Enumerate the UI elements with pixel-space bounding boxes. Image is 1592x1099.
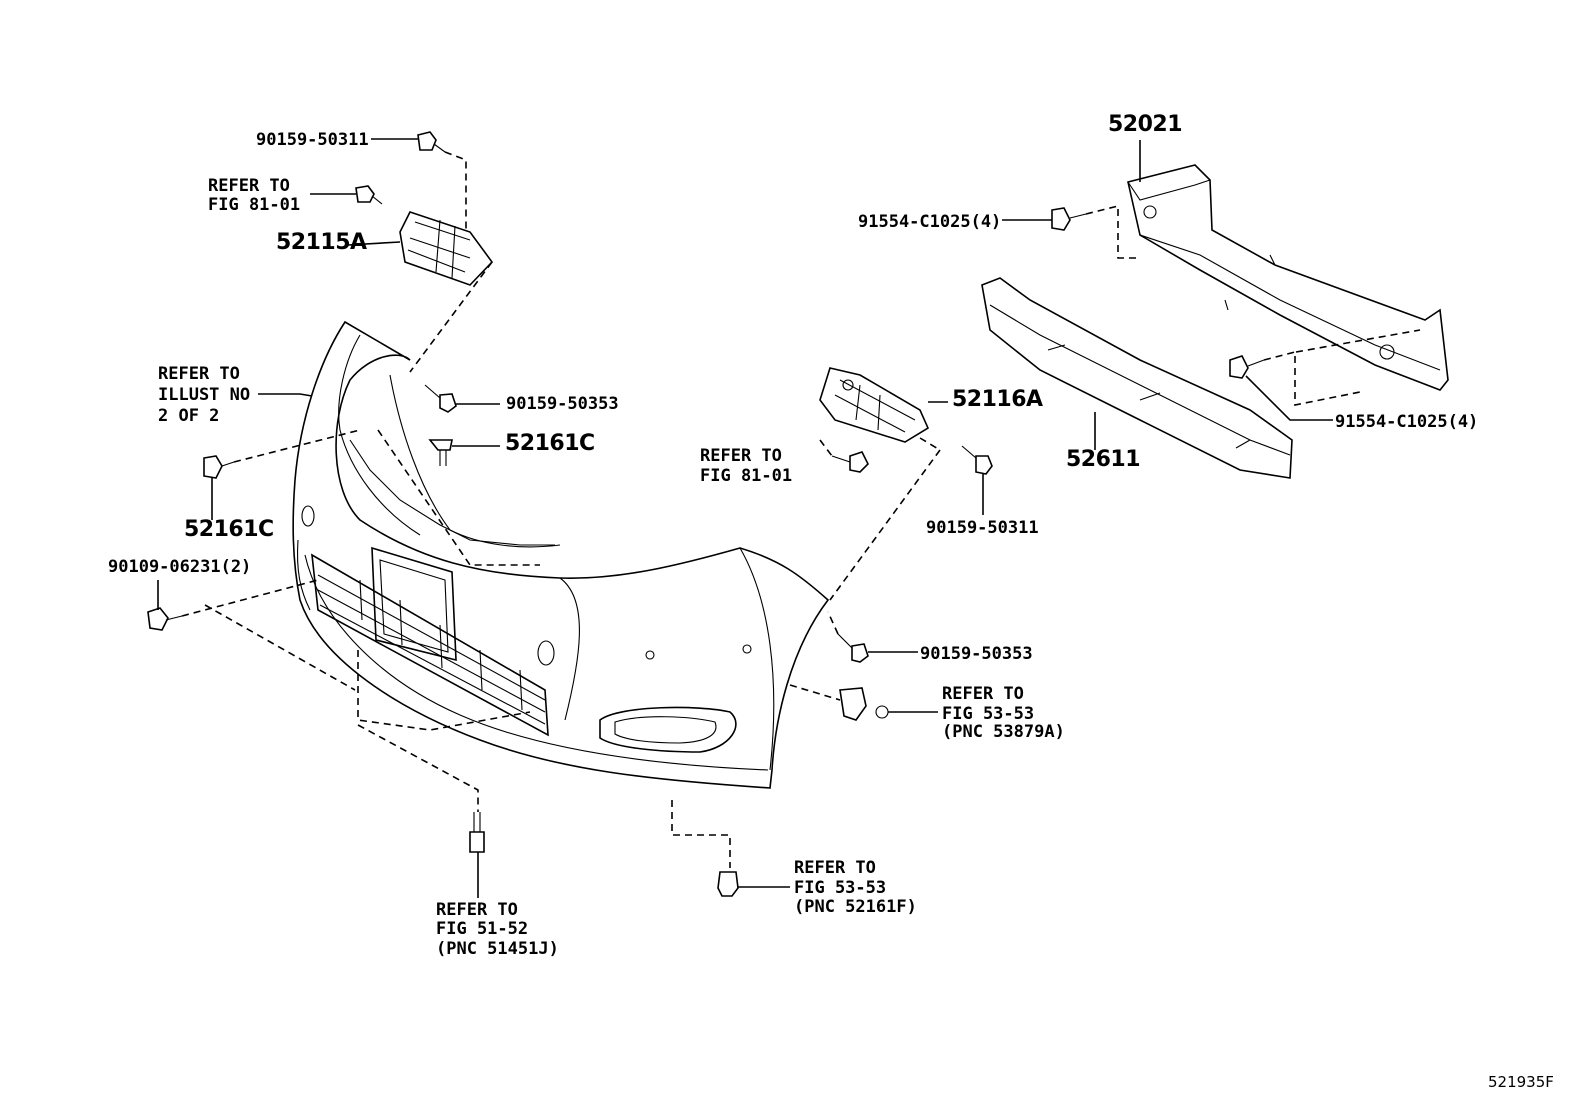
refer-line-3: (PNC 52161F) bbox=[794, 897, 917, 917]
label-52115A[interactable]: 52115A bbox=[276, 230, 367, 255]
refer-line-3: (PNC 53879A) bbox=[942, 722, 1065, 742]
refer-line-1: REFER TO bbox=[794, 858, 876, 878]
label-90159-50353-bot[interactable]: 90159-50353 bbox=[920, 644, 1033, 664]
refer-line-2: FIG 51-52 bbox=[436, 919, 529, 939]
bumper-cover bbox=[292, 320, 830, 789]
assembly-lines bbox=[181, 151, 1421, 868]
figure-code: 521935F bbox=[1488, 1073, 1554, 1091]
refer-line-2: FIG 81-01 bbox=[208, 195, 301, 215]
label-52116A[interactable]: 52116A bbox=[952, 387, 1043, 412]
refer-line-2: FIG 81-01 bbox=[700, 466, 793, 486]
label-52611[interactable]: 52611 bbox=[1066, 447, 1141, 472]
refer-line-1: REFER TO bbox=[700, 446, 782, 466]
retainer-52115A bbox=[399, 211, 494, 286]
reinforcement-52021 bbox=[1127, 164, 1449, 391]
absorber-52611 bbox=[981, 277, 1293, 479]
leader-lines bbox=[157, 138, 1333, 898]
refer-line-3: 2 OF 2 bbox=[158, 406, 220, 426]
refer-line-1: REFER TO bbox=[208, 176, 290, 196]
label-90159-50353-top[interactable]: 90159-50353 bbox=[506, 394, 619, 414]
refer-line-2: FIG 53-53 bbox=[942, 704, 1035, 724]
refer-line-1: REFER TO bbox=[942, 684, 1024, 704]
refer-line-1: REFER TO bbox=[436, 900, 518, 920]
label-52161C-mid[interactable]: 52161C bbox=[505, 431, 595, 456]
refer-line-2: FIG 53-53 bbox=[794, 878, 887, 898]
label-91554-C1025-bot[interactable]: 91554-C1025(4) bbox=[1335, 412, 1479, 432]
refer-line-3: (PNC 51451J) bbox=[436, 939, 559, 959]
label-90109-06231[interactable]: 90109-06231(2) bbox=[108, 557, 252, 577]
label-90159-50311-top[interactable]: 90159-50311 bbox=[256, 130, 369, 150]
retainer-52116A bbox=[819, 367, 930, 443]
label-52161C-left[interactable]: 52161C bbox=[184, 517, 274, 542]
refer-line-2: ILLUST NO bbox=[158, 385, 251, 405]
label-52021[interactable]: 52021 bbox=[1108, 112, 1183, 137]
label-90159-50311-mid[interactable]: 90159-50311 bbox=[926, 518, 1039, 538]
refer-line-1: REFER TO bbox=[158, 364, 240, 384]
label-91554-C1025-top[interactable]: 91554-C1025(4) bbox=[858, 212, 1002, 232]
